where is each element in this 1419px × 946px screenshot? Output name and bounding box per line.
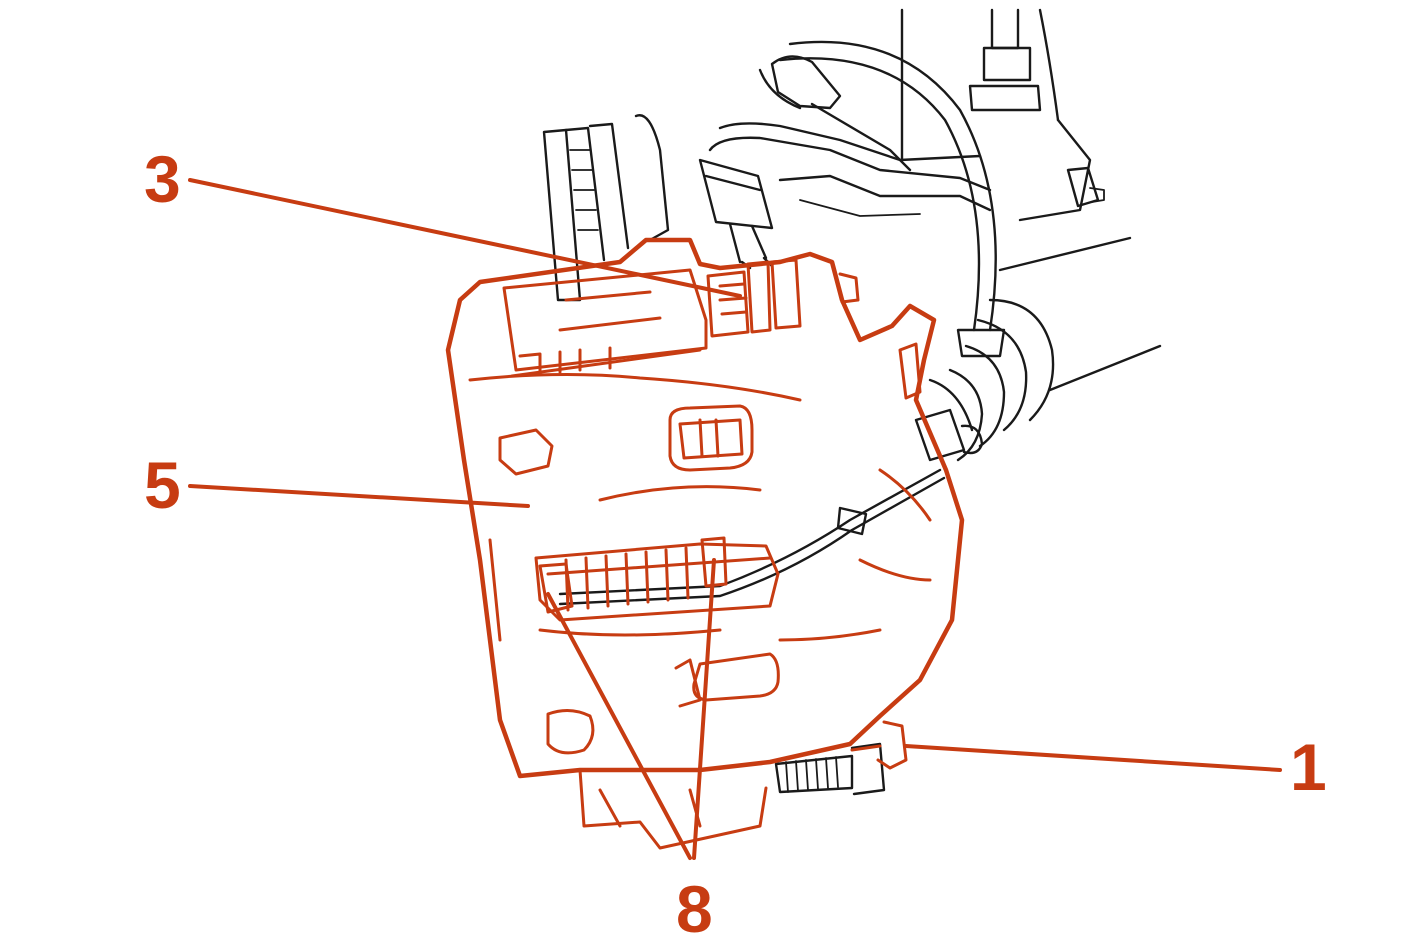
leader-line-3 (188, 178, 742, 298)
leader-line-1 (904, 744, 1282, 772)
pad-wear-wire (558, 378, 984, 606)
leader-line-8b (692, 558, 716, 860)
upper-control-arm (708, 55, 992, 217)
leader-line-5 (188, 484, 530, 508)
guide-bolt-threads (774, 742, 886, 796)
callout-labels: 3 5 1 8 (144, 142, 1327, 946)
callout-8: 8 (676, 872, 713, 946)
suspension-line-art (542, 8, 1162, 796)
strut-shaft (900, 8, 1105, 222)
guide-bolt (850, 720, 908, 770)
callout-3: 3 (144, 142, 181, 216)
callout-5: 5 (144, 448, 181, 522)
leader-lines (188, 178, 1282, 860)
sensor-connector (698, 158, 774, 270)
leader-line-8a (546, 592, 692, 860)
brake-caliper (445, 237, 965, 850)
brake-pads-window (534, 536, 780, 622)
bleeder-screw (706, 258, 860, 338)
callout-1: 1 (1290, 730, 1327, 804)
drive-shaft (948, 236, 1162, 462)
brake-hose (778, 40, 1006, 358)
